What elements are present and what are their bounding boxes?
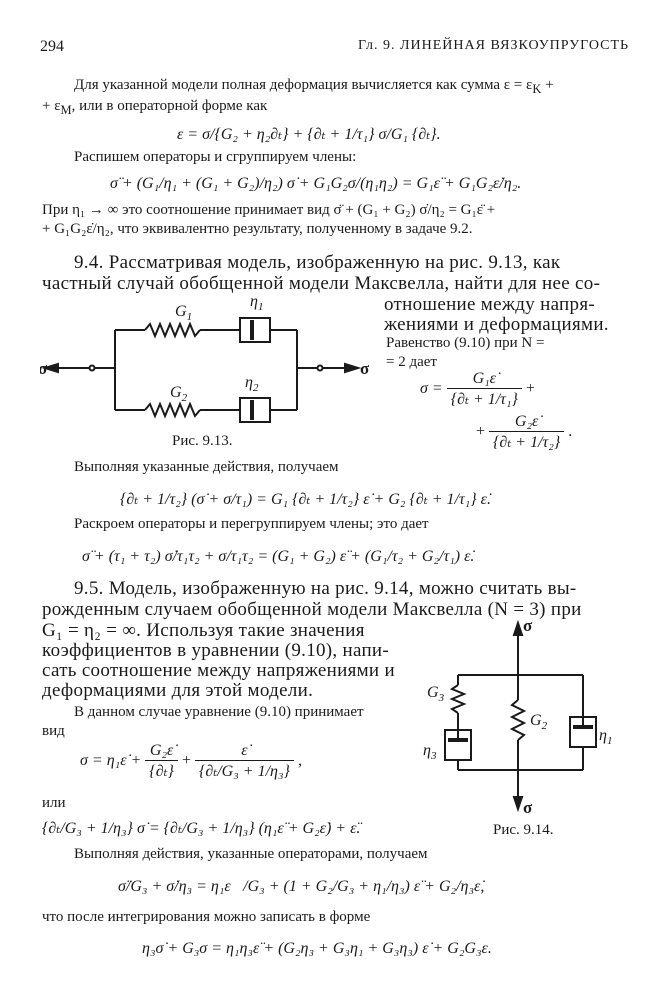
section-9-5-line-2: рожденным случаем обобщенной модели Макс… — [42, 599, 582, 620]
paragraph-2: Распишем операторы и сгруппируем члены: — [74, 149, 357, 165]
dashpot-eta3-cylinder — [444, 729, 472, 761]
right-arrow-head — [344, 362, 362, 374]
equation-6: σ = η₁ε̇ + G₂ε̇{∂ₜ} + ε̇{∂ₜ/G₃ + 1/η₃} , — [80, 742, 302, 781]
label-sigma-bottom: σ — [523, 798, 533, 817]
figure-9-13: G1 η1 G2 η2 σ σ — [40, 293, 370, 423]
bottom-arrow-head — [512, 796, 524, 813]
paragraph-7: или — [42, 795, 66, 811]
section-9-4-line-2: частный случай обобщенной модели Максвел… — [42, 273, 601, 294]
section-9-4-line-4: жениями и деформациями. — [384, 314, 609, 335]
equation-4: {∂ₜ + 1/τ₂} (σ̇ + σ/τ₁) = G₁ {∂ₜ + 1/τ₂}… — [120, 491, 491, 508]
label-g3: G3 — [427, 684, 445, 704]
spring-g3 — [449, 684, 467, 714]
paragraph-6-line-2: вид — [42, 723, 65, 739]
section-9-5-line-1: 9.5. Модель, изображенную на рис. 9.14, … — [74, 578, 577, 599]
section-9-5-line-5: сать соотношение между напряжениями и — [42, 660, 395, 681]
section-9-4-line-3: отношение между напря- — [384, 294, 595, 315]
label-eta1: η1 — [599, 727, 612, 747]
label-eta2: η2 — [245, 374, 259, 394]
label-eta1: η1 — [250, 293, 263, 313]
fraction-2: G₂ε̇{∂ₜ + 1/τ₂} — [489, 413, 565, 452]
section-9-5-line-6: деформациями для этой модели. — [42, 680, 314, 701]
paragraph-5: Раскроем операторы и перегруппируем член… — [74, 516, 429, 532]
spring-g2 — [144, 401, 201, 419]
left-node — [88, 364, 96, 372]
dashpot-eta1-cylinder — [239, 317, 271, 343]
figure-9-14-caption: Рис. 9.14. — [493, 822, 554, 838]
paragraph-1-line-1: Для указанной модели полная деформация в… — [74, 77, 554, 96]
fraction-1: G₁ε̇{∂ₜ + 1/τ₁} — [446, 370, 522, 409]
equation-2: σ̈ + (G₁/η₁ + (G₁ + G₂)/η₂) σ̇ + G₁G₂σ/(… — [110, 175, 522, 192]
equation-1: ε = σ/{G₂ + η₂∂ₜ} + {∂ₜ + 1/τ₁} σ/G₁ {∂ₜ… — [177, 126, 441, 143]
section-9-5-line-3: G₁ = η₂ = ∞. Используя такие значения — [42, 620, 365, 641]
paragraph-6-line-1: В данном случае уравнение (9.10) принима… — [74, 704, 364, 720]
page-number: 294 — [40, 38, 64, 55]
fraction-4: ε̇{∂ₜ/G₃ + 1/η₃} — [194, 742, 294, 781]
equation-8: σ̈/G₃ + σ̇/η₃ = η₁ε⃛/G₃ + (1 + G₂/G₃ + η… — [118, 878, 485, 895]
equation-7: {∂ₜ/G₃ + 1/η₃} σ̇ = {∂ₜ/G₃ + 1/η₃} (η₁ε̈… — [42, 820, 361, 837]
paragraph-3-line-2: + G₁G₂ε̇/η₂, что эквивалентно результату… — [42, 221, 473, 237]
figure-9-14: σ σ G3 G2 η3 η1 — [423, 616, 612, 817]
spring-g2 — [509, 699, 527, 741]
figure-9-13-caption: Рис. 9.13. — [172, 433, 233, 449]
left-arrow-head — [41, 362, 59, 374]
label-sigma-top: σ — [523, 616, 533, 635]
paragraph-3-line-1: При η₁ → ∞ это соотношение принимает вид… — [42, 202, 496, 218]
spring-g1 — [144, 321, 201, 339]
label-g1: G1 — [175, 303, 192, 323]
top-arrow-head — [512, 619, 524, 636]
fraction-3: G₂ε̇{∂ₜ} — [145, 742, 178, 781]
equation-sigma-line-2: + G₂ε̇{∂ₜ + 1/τ₂} . — [476, 413, 573, 452]
right-node — [316, 364, 324, 372]
paragraph-r-line-2: = 2 дает — [386, 354, 437, 370]
section-9-5-line-4: коэффициентов в уравнении (9.10), напи- — [42, 640, 390, 661]
running-title: Гл. 9. ЛИНЕЙНАЯ ВЯЗКОУПРУГОСТЬ — [358, 38, 630, 53]
label-g2: G2 — [170, 384, 188, 404]
paragraph-4: Выполняя указанные действия, получаем — [74, 459, 339, 475]
label-sigma-right: σ — [360, 359, 370, 378]
label-g2: G2 — [530, 712, 548, 732]
section-9-4-line-1: 9.4. Рассматривая модель, изображенную н… — [74, 252, 561, 273]
label-eta3: η3 — [423, 742, 437, 762]
equation-5: σ̈ + (τ₁ + τ₂) σ̇/τ₁τ₂ + σ/τ₁τ₂ = (G₁ + … — [82, 548, 475, 565]
paragraph-9: что после интегрирования можно записать … — [42, 909, 371, 925]
label-sigma-left: σ — [40, 359, 48, 378]
paragraph-r-line-1: Равенство (9.10) при N = — [386, 335, 545, 351]
equation-sigma-line-1: σ = G₁ε̇{∂ₜ + 1/τ₁} + — [420, 370, 535, 409]
paragraph-1-line-2: + εM, или в операторной форме как — [42, 98, 268, 117]
dashpot-eta2-cylinder — [239, 397, 271, 423]
paragraph-8: Выполняя действия, указанные операторами… — [74, 846, 428, 862]
equation-9: η₃σ̇ + G₃σ = η₁η₃ε̈ + (G₂η₃ + G₃η₁ + G₃η… — [142, 940, 492, 957]
